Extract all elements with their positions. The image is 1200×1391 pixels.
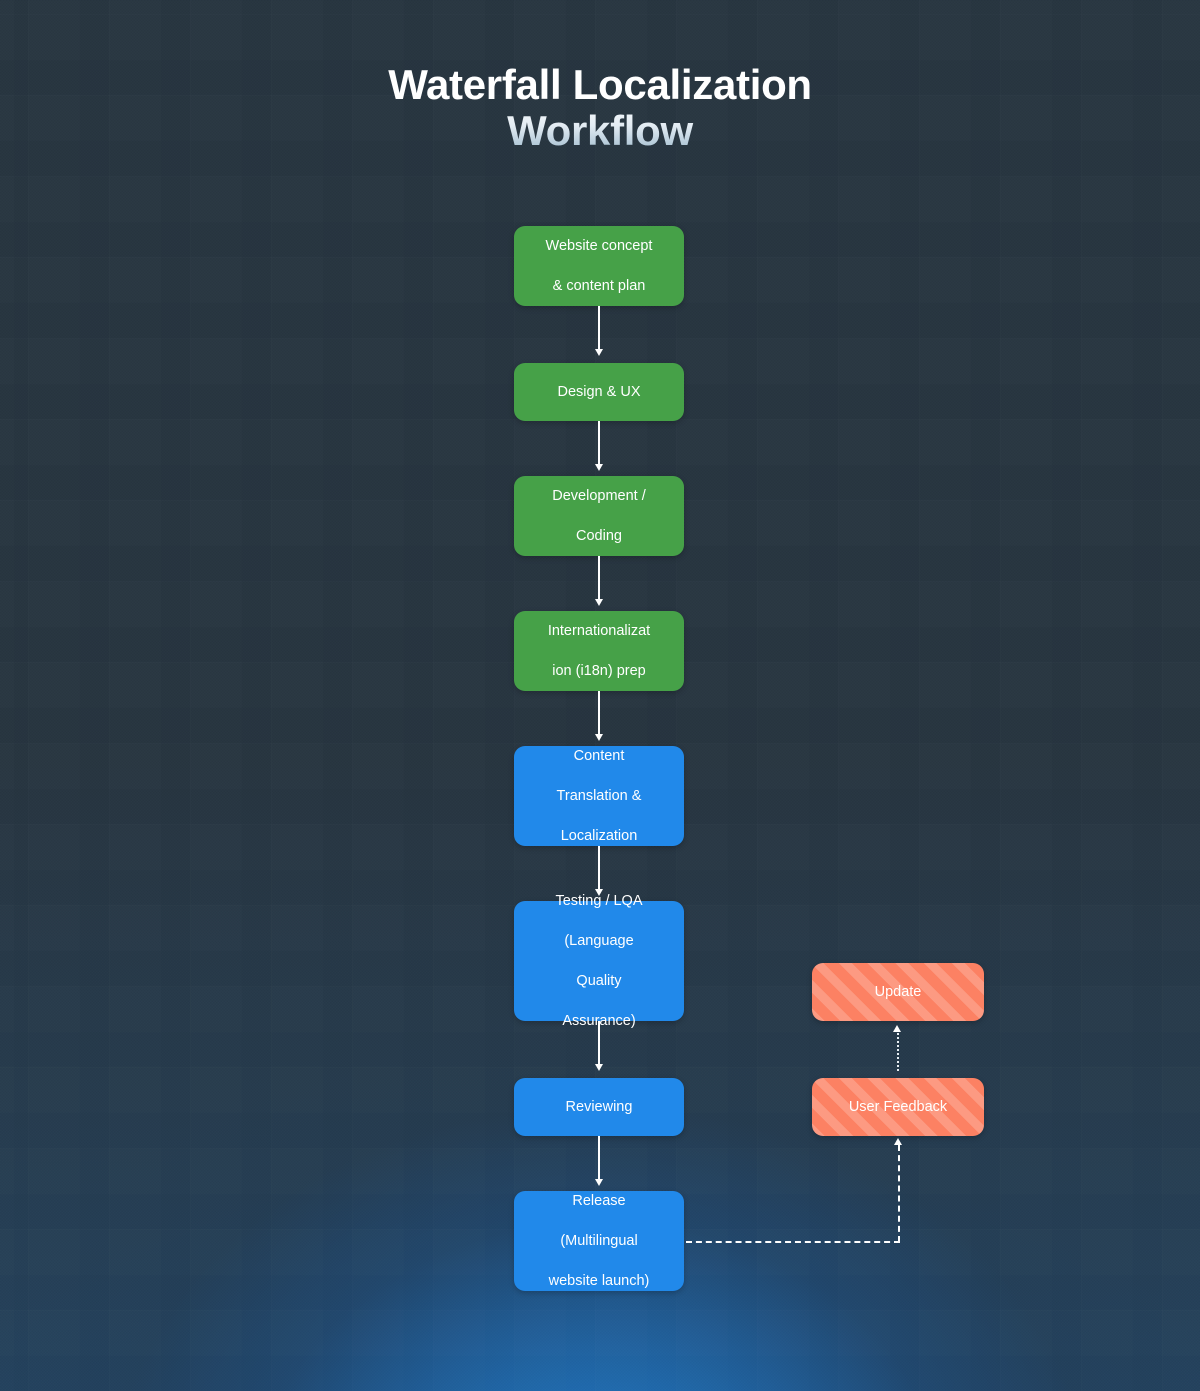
title-line-2: Workflow <box>0 107 1200 154</box>
page-title: Waterfall Localization Workflow <box>0 61 1200 154</box>
node-user-feedback-label: User Feedback <box>848 1099 948 1115</box>
edge-release-feedback-vertical <box>898 1145 900 1242</box>
node-testing-lqa-line3: Quality <box>576 973 622 989</box>
node-website-concept-label: Website concept & content plan <box>524 236 674 296</box>
node-i18n-prep[interactable]: Internationalizat ion (i18n) prep <box>514 611 684 691</box>
edge-testing-reviewing-arrowhead <box>594 1064 603 1071</box>
edge-i18n-translation-line <box>598 691 600 737</box>
node-reviewing[interactable]: Reviewing <box>514 1078 684 1136</box>
node-content-translation-line1: Content <box>573 748 625 764</box>
node-development-coding-line1: Development / <box>552 488 646 504</box>
node-content-translation-line2: Translation & <box>556 788 642 804</box>
node-release-line3: website launch) <box>548 1273 650 1289</box>
node-testing-lqa-line1: Testing / LQA <box>555 893 643 909</box>
edge-design-development-line <box>598 421 600 467</box>
node-development-coding[interactable]: Development / Coding <box>514 476 684 556</box>
node-testing-lqa-line2: (Language <box>564 933 634 949</box>
node-content-translation-line3: Localization <box>560 828 638 844</box>
node-release-label: Release (Multilingual website launch) <box>524 1191 674 1291</box>
node-development-coding-label: Development / Coding <box>524 486 674 546</box>
edge-reviewing-release-arrowhead <box>594 1179 603 1186</box>
node-update[interactable]: Update <box>812 963 984 1021</box>
node-website-concept[interactable]: Website concept & content plan <box>514 226 684 306</box>
node-testing-lqa-label: Testing / LQA(LanguageQualityAssurance) <box>524 891 674 1031</box>
node-testing-lqa[interactable]: Testing / LQA(LanguageQualityAssurance) <box>514 893 684 1029</box>
node-reviewing-label: Reviewing <box>565 1099 633 1115</box>
node-release[interactable]: Release (Multilingual website launch) <box>514 1191 684 1291</box>
edge-design-development-arrowhead <box>594 464 603 471</box>
edge-release-feedback-arrowhead <box>893 1138 902 1145</box>
edge-feedback-update-arrowhead <box>892 1025 901 1032</box>
node-development-coding-line2: Coding <box>576 528 622 544</box>
node-i18n-prep-line1: Internationalizat <box>547 623 651 639</box>
node-release-line2: (Multilingual <box>560 1233 638 1249</box>
edge-development-i18n-arrowhead <box>594 599 603 606</box>
edge-testing-reviewing-line <box>598 1021 600 1067</box>
edge-concept-design-line <box>598 306 600 352</box>
edge-translation-testing-line <box>598 846 600 892</box>
node-design-ux[interactable]: Design & UX <box>514 363 684 421</box>
node-user-feedback[interactable]: User Feedback <box>812 1078 984 1136</box>
edge-i18n-translation-arrowhead <box>594 734 603 741</box>
edge-reviewing-release-line <box>598 1136 600 1182</box>
edge-translation-testing-arrowhead <box>594 889 603 896</box>
title-line-1: Waterfall Localization <box>388 61 812 108</box>
node-website-concept-line1: Website concept <box>545 238 653 254</box>
node-i18n-prep-label: Internationalizat ion (i18n) prep <box>524 621 674 681</box>
node-i18n-prep-line2: ion (i18n) prep <box>552 663 646 679</box>
node-design-ux-label: Design & UX <box>557 384 641 400</box>
node-website-concept-line2: & content plan <box>552 278 646 294</box>
edge-feedback-update-line <box>897 1033 899 1071</box>
node-update-label: Update <box>874 984 922 1000</box>
edge-concept-design-arrowhead <box>594 349 603 356</box>
node-release-line1: Release <box>572 1193 626 1209</box>
edge-development-i18n-line <box>598 556 600 602</box>
edge-release-feedback-horizontal <box>686 1241 900 1243</box>
